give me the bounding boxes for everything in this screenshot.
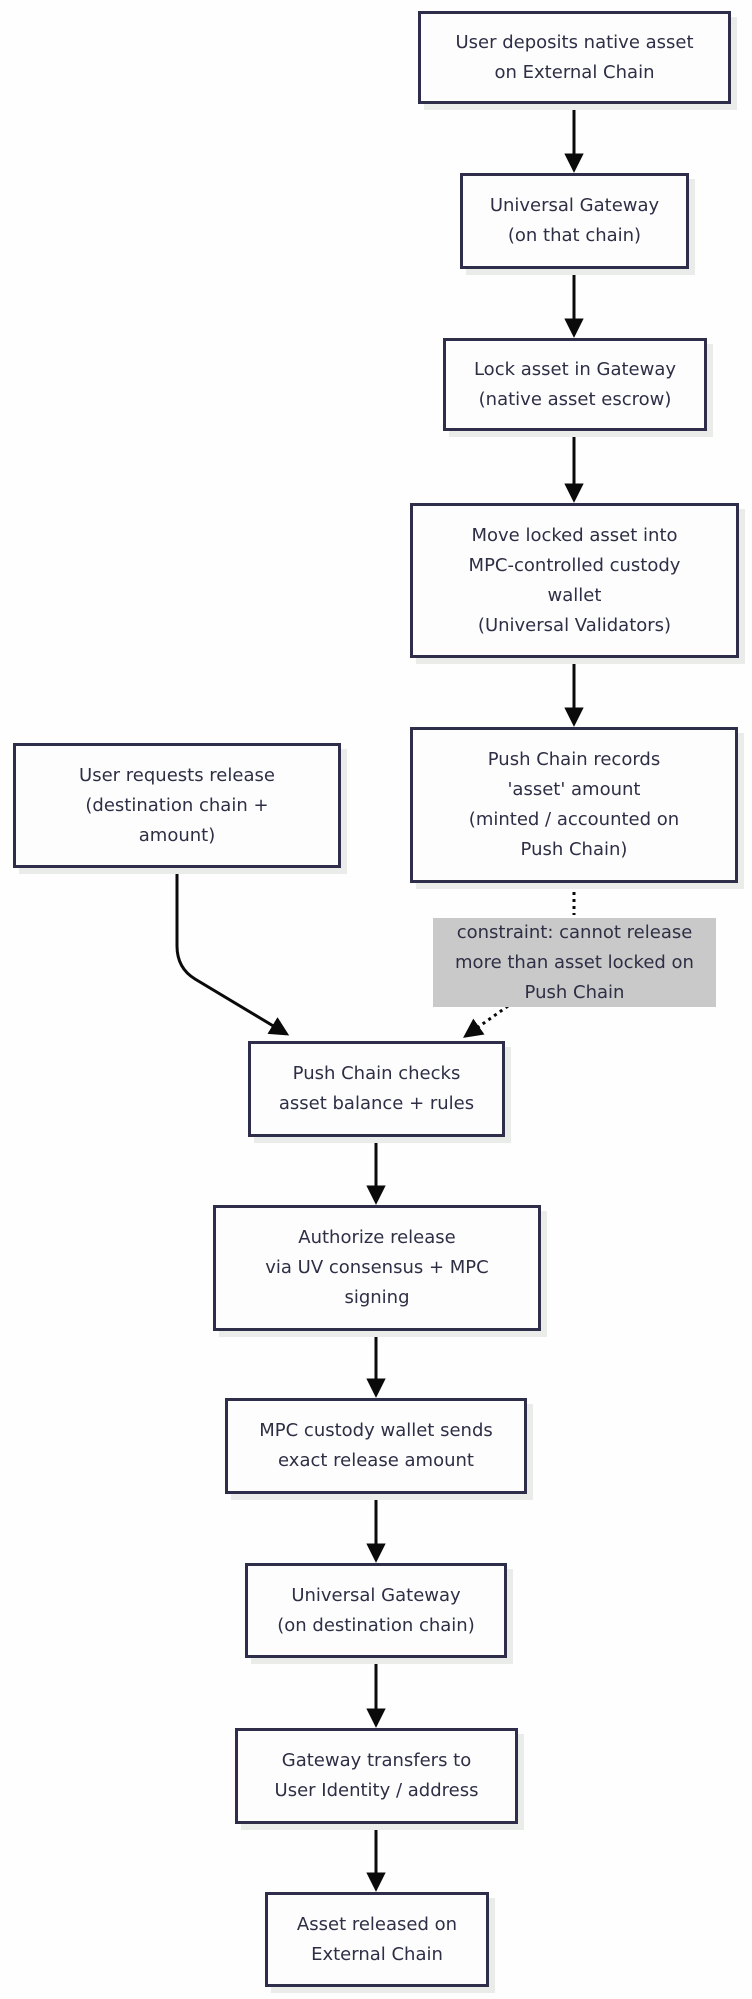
node-push-chain-records-asset: Push Chain records 'asset' amount (minte…	[410, 727, 738, 883]
node-universal-gateway-source-chain: Universal Gateway (on that chain)	[460, 173, 689, 269]
dotted-arrow-constraint-to-checks	[463, 1004, 509, 1038]
node-asset-released-external-chain: Asset released on External Chain	[265, 1892, 489, 1987]
node-move-to-mpc-custody-wallet: Move locked asset into MPC-controlled cu…	[410, 503, 739, 658]
node-mpc-wallet-sends-amount: MPC custody wallet sends exact release a…	[225, 1398, 527, 1494]
node-user-deposits-native-asset: User deposits native asset on External C…	[418, 11, 731, 104]
arrow-request-to-checks	[175, 869, 290, 1036]
node-lock-asset-in-gateway: Lock asset in Gateway (native asset escr…	[443, 338, 707, 431]
node-gateway-transfers-to-user: Gateway transfers to User Identity / add…	[235, 1728, 518, 1824]
note-release-constraint: constraint: cannot release more than ass…	[433, 918, 716, 1007]
node-universal-gateway-destination-chain: Universal Gateway (on destination chain)	[245, 1563, 507, 1658]
node-push-chain-checks-balance: Push Chain checks asset balance + rules	[248, 1041, 505, 1137]
node-authorize-release: Authorize release via UV consensus + MPC…	[213, 1205, 541, 1331]
node-user-requests-release: User requests release (destination chain…	[13, 743, 341, 868]
